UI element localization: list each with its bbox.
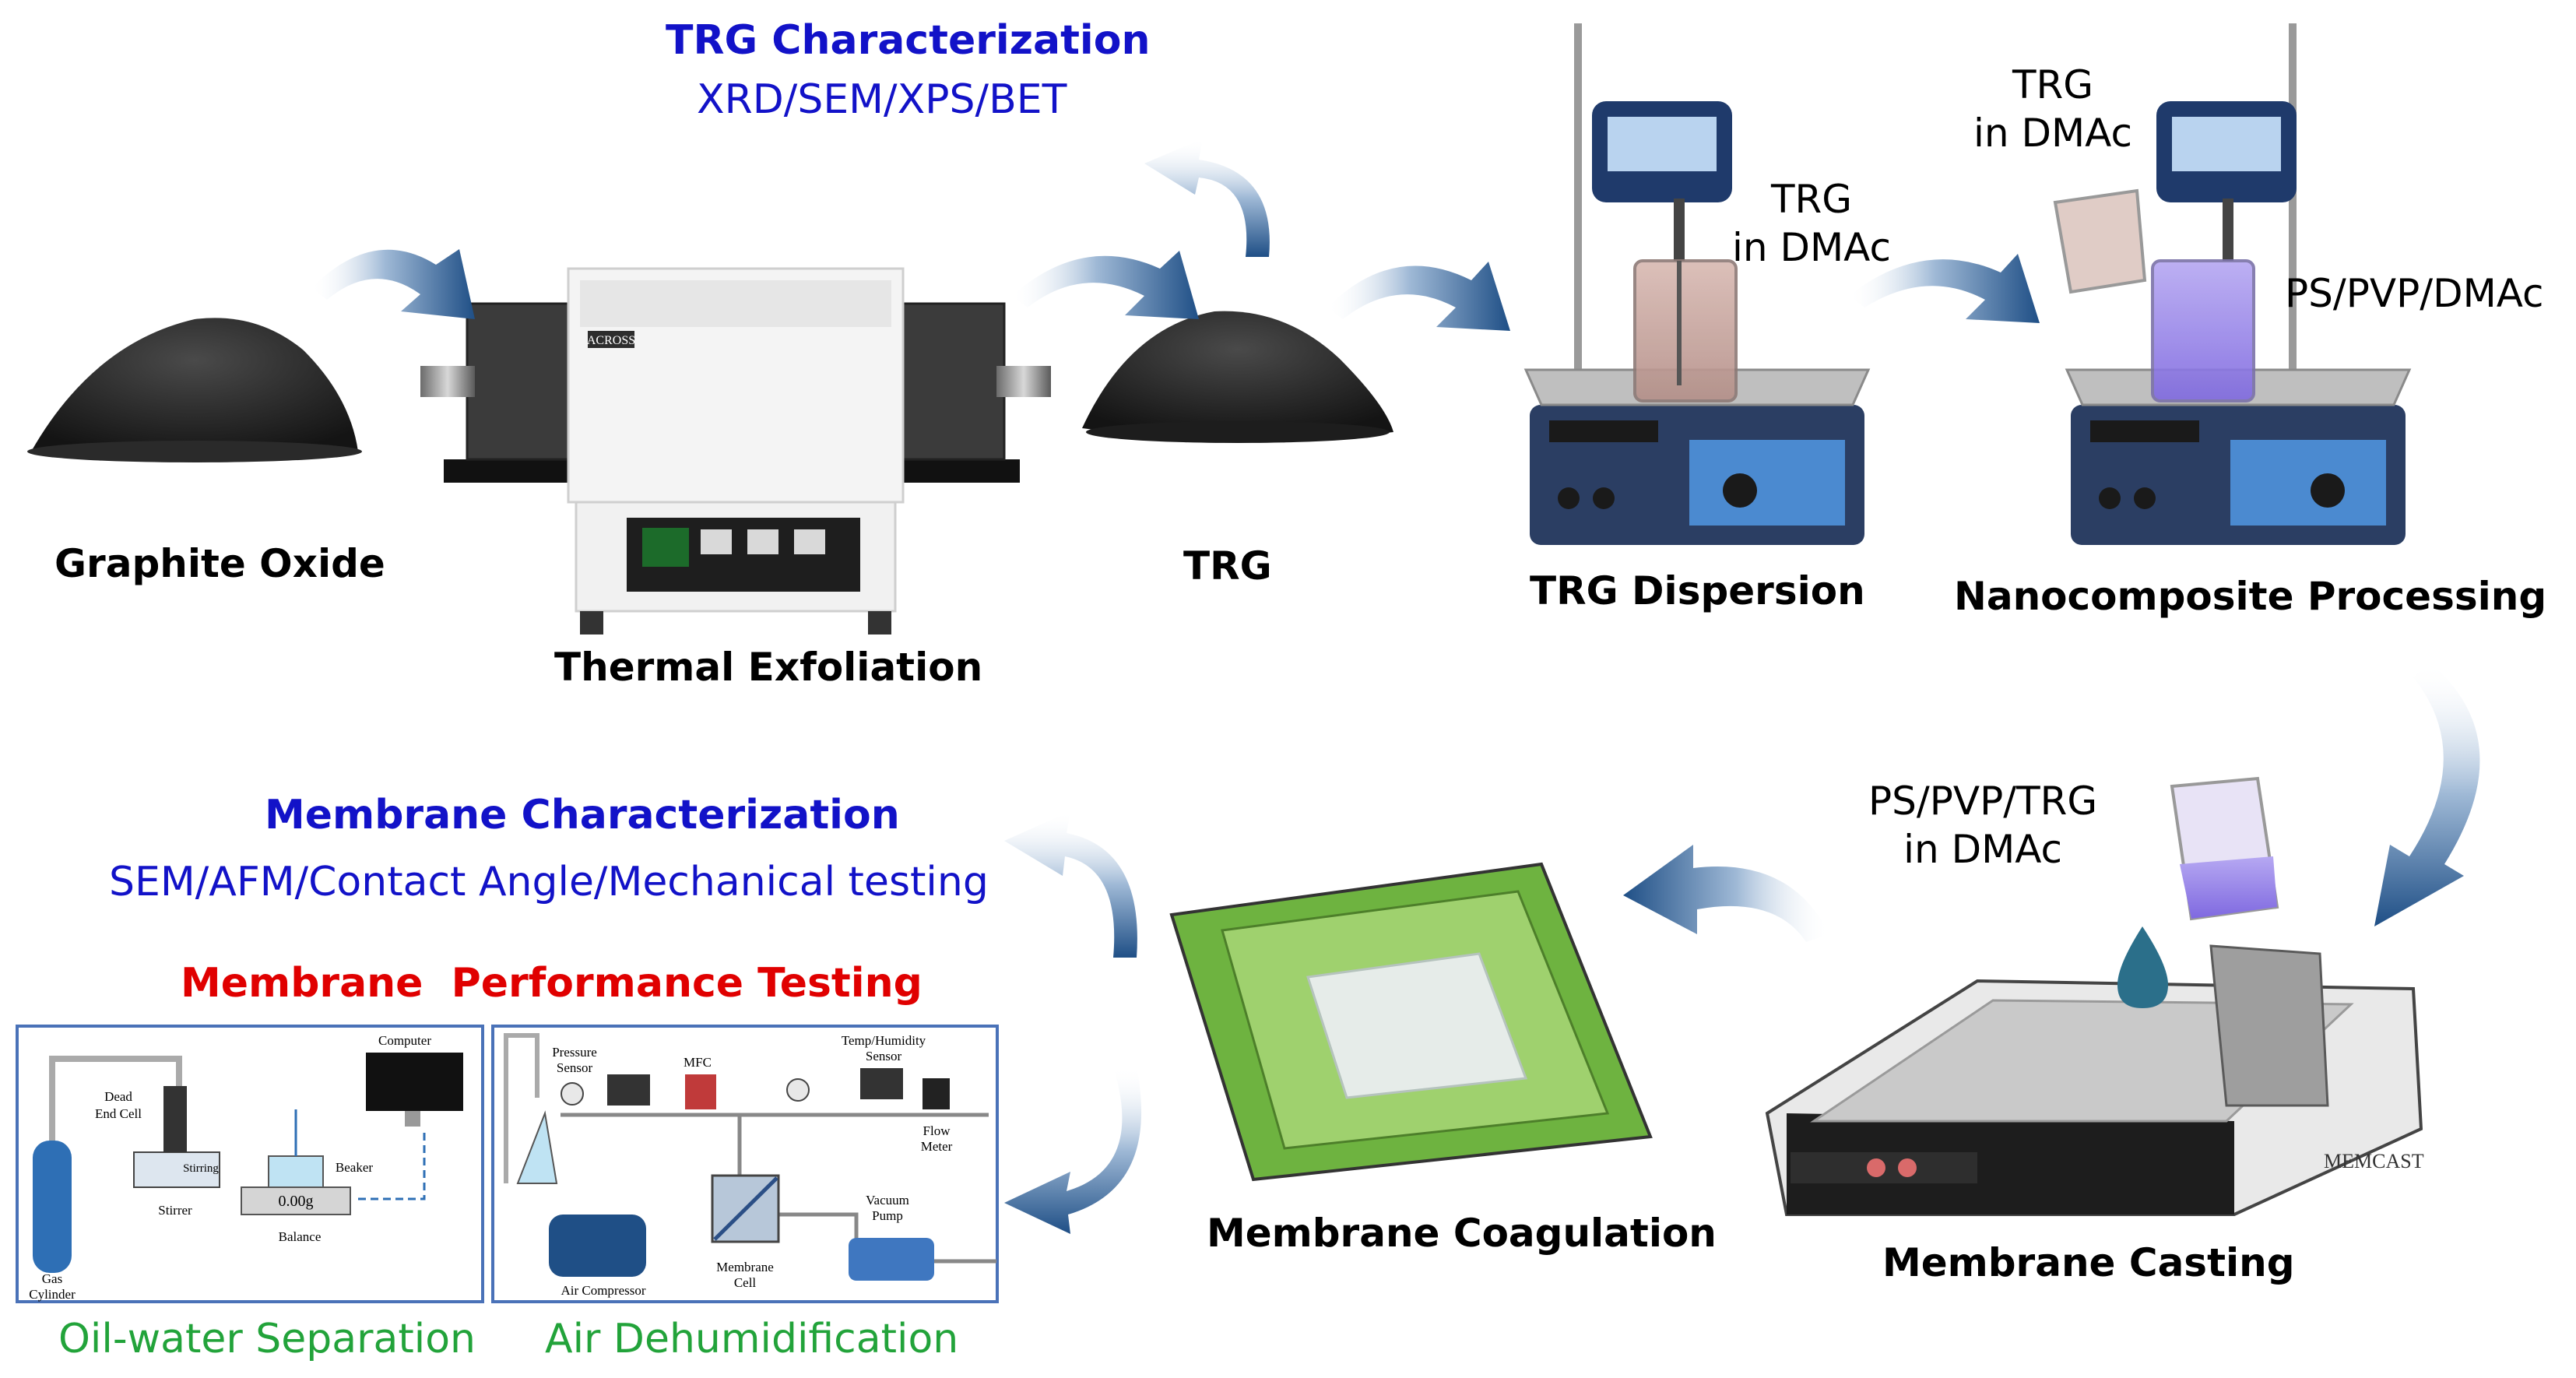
- label-pressure-sensor: Sensor: [557, 1060, 593, 1075]
- arrow-trg-to-dispersion: [1327, 262, 1510, 331]
- membrane-characterization-title: Membrane Characterization: [265, 792, 900, 838]
- arrow-coagulation-to-membrane-characterization: [1004, 811, 1137, 958]
- label-thermal-exfoliation: Thermal Exfoliation: [554, 645, 983, 690]
- arrow-casting-to-coagulation: [1623, 845, 1829, 942]
- coagulation-tray: [1169, 862, 1653, 1182]
- label-balance: Balance: [279, 1229, 322, 1244]
- arrow-trg-to-characterization: [1144, 139, 1270, 257]
- casting-note-line1: PS/PVP/TRG: [1868, 779, 2098, 824]
- label-membrane-coagulation: Membrane Coagulation: [1207, 1211, 1717, 1256]
- label-vacuum: Vacuum: [866, 1193, 909, 1208]
- label-ps-pvp-dmac: PS/PVP/DMAc: [2285, 271, 2544, 316]
- dispersion-note-line2: in DMAc: [1732, 225, 1891, 270]
- process-arrows: [311, 139, 2480, 1234]
- casting-note-line2: in DMAc: [1903, 827, 2063, 872]
- arrow-nanocomposite-to-casting: [2374, 662, 2480, 926]
- label-stirring: Stirring: [183, 1162, 219, 1175]
- label-end-cell: End Cell: [95, 1106, 142, 1121]
- label-flow: Flow: [923, 1123, 951, 1138]
- label-beaker: Beaker: [336, 1160, 373, 1175]
- graphite-oxide-powder: [27, 318, 362, 462]
- label-trg-dispersion: TRG Dispersion: [1530, 568, 1865, 613]
- label-air-compressor: Air Compressor: [561, 1283, 645, 1298]
- label-temp-sensor: Sensor: [866, 1049, 902, 1063]
- dispersion-note-line1: TRG: [1770, 177, 1852, 222]
- arrow-dispersion-to-nanocomposite: [1849, 254, 2040, 323]
- nanocomposite-note-line2: in DMAc: [1973, 111, 2132, 156]
- oil-water-panel: Computer Dead End Cell Beaker Stirring S…: [16, 1025, 484, 1303]
- arrow-coagulation-to-performance: [1004, 1067, 1142, 1234]
- nanocomposite-note: TRG in DMAc: [1973, 61, 2132, 157]
- air-dehumidification-panel: Pressure Sensor MFC Temp/Humidity Sensor…: [491, 1025, 999, 1303]
- label-vacuum-pump: Pump: [872, 1208, 903, 1223]
- caster-brand: MEMCAST: [2324, 1150, 2424, 1172]
- label-membrane: Membrane: [716, 1260, 774, 1274]
- trg-characterization-title: TRG Characterization: [666, 17, 1151, 64]
- label-stirrer: Stirrer: [158, 1203, 192, 1218]
- arrow-furnace-to-trg: [1012, 251, 1199, 319]
- performance-testing-title: Membrane Performance Testing: [181, 960, 923, 1007]
- label-membrane-cell: Cell: [734, 1275, 757, 1290]
- dispersion-note: TRG in DMAc: [1732, 175, 1891, 272]
- label-flow-meter: Meter: [921, 1139, 953, 1154]
- label-oil-water-separation: Oil-water Separation: [58, 1316, 476, 1362]
- balance-readout: 0.00g: [279, 1193, 314, 1210]
- casting-note: PS/PVP/TRG in DMAc: [1868, 777, 2097, 874]
- label-trg: TRG: [1183, 543, 1272, 589]
- label-nanocomposite-processing: Nanocomposite Processing: [1954, 574, 2547, 619]
- label-membrane-casting: Membrane Casting: [1882, 1240, 2295, 1285]
- label-cylinder: Cylinder: [29, 1287, 76, 1302]
- trg-powder: [1082, 311, 1393, 443]
- tube-furnace: ACROSS: [420, 267, 1051, 635]
- trg-characterization-methods: XRD/SEM/XPS/BET: [697, 76, 1067, 123]
- stirrer-dispersion: [1523, 23, 1871, 545]
- label-gas: Gas: [42, 1271, 62, 1286]
- label-mfc: MFC: [684, 1055, 712, 1070]
- furnace-brand: ACROSS: [587, 334, 635, 347]
- label-graphite-oxide: Graphite Oxide: [54, 541, 385, 586]
- membrane-caster: MEMCAST: [1765, 776, 2424, 1216]
- arrow-graphite-to-furnace: [311, 249, 475, 319]
- membrane-characterization-methods: SEM/AFM/Contact Angle/Mechanical testing: [109, 859, 989, 905]
- label-dead: Dead: [104, 1089, 132, 1104]
- stirrer-nanocomposite: [2053, 23, 2412, 545]
- nanocomposite-note-line1: TRG: [2012, 62, 2093, 107]
- label-pressure: Pressure: [552, 1045, 597, 1060]
- label-air-dehumidification: Air Dehumidification: [545, 1316, 959, 1362]
- label-computer: Computer: [378, 1033, 431, 1048]
- label-temp-humidity: Temp/Humidity: [842, 1033, 926, 1048]
